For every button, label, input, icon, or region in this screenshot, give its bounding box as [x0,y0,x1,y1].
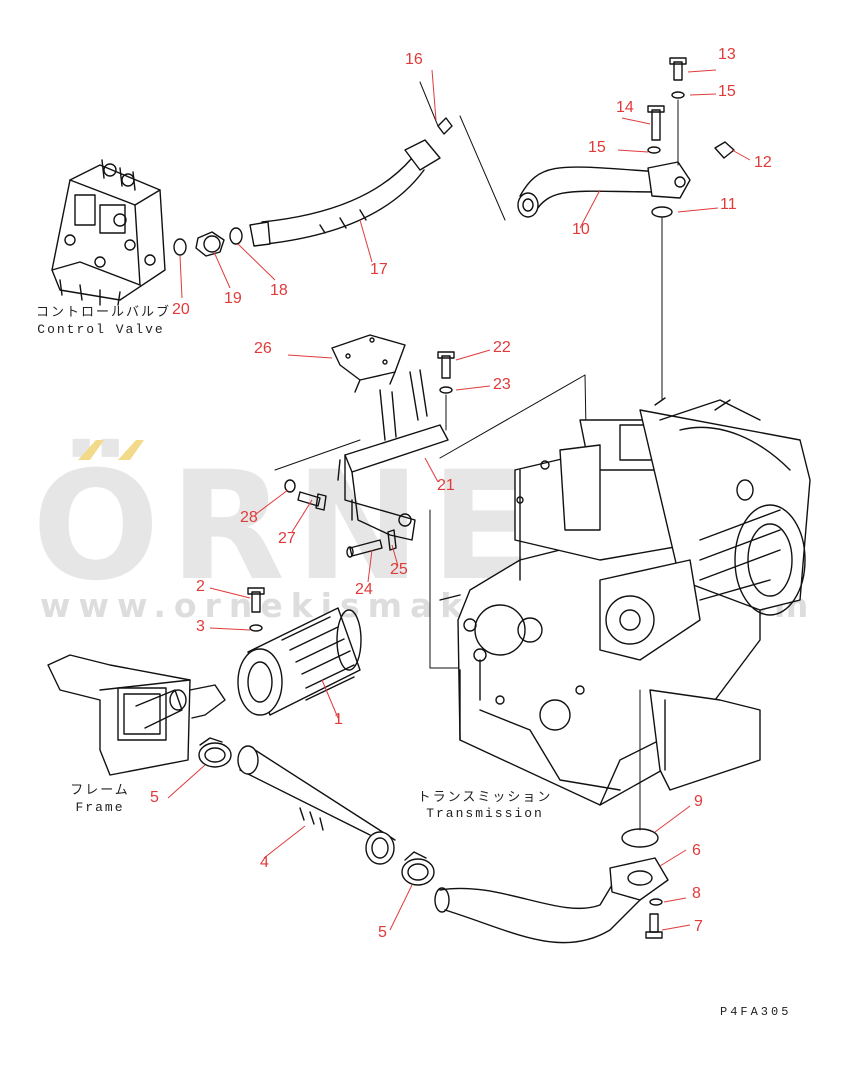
hose-4 [237,745,396,865]
callout-28: 28 [240,509,258,526]
callout-6: 6 [692,842,701,859]
callout-13: 13 [718,46,736,63]
drawing-code: P4FA305 [720,1005,792,1019]
callout-15a: 15 [718,83,736,100]
transmission-label-jp: トランスミッション [417,790,553,805]
callout-19: 19 [224,290,242,307]
callout-15b: 15 [588,139,606,156]
callout-3: 3 [196,618,205,635]
callout-21: 21 [437,477,455,494]
transmission-label-en: Transmission [426,806,544,821]
frame-label-en: Frame [75,800,125,815]
callout-17: 17 [370,261,388,278]
callout-5a: 5 [150,789,159,806]
callout-18: 18 [270,282,288,299]
callout-12: 12 [754,154,772,171]
callout-26: 26 [254,340,272,357]
callout-1: 1 [334,711,343,728]
callout-22: 22 [493,339,511,356]
clamp-5b [401,851,435,886]
callout-8: 8 [692,885,701,902]
pipe-10 [517,161,691,218]
control-valve-label-jp: コントロールバルブ [36,305,172,320]
control-valve [51,159,166,306]
callout-5b: 5 [378,924,387,941]
frame-label-jp: フレーム [70,783,130,798]
callout-leaders [167,69,751,931]
bracket-21 [337,369,449,541]
callout-11: 11 [720,196,737,213]
filter-1 [237,607,362,716]
callout-16: 16 [405,51,423,68]
callout-10: 10 [572,221,590,238]
bracket-26 [331,334,406,393]
control-valve-label-en: Control Valve [37,322,165,337]
callout-20: 20 [172,301,190,318]
transmission [439,397,811,831]
pipe-bottom [434,857,669,944]
callout-2: 2 [196,578,205,595]
callout-23: 23 [493,376,511,393]
callout-7: 7 [694,918,703,935]
frame [47,654,226,776]
hose-17 [249,139,441,247]
callout-14: 14 [616,99,634,116]
callout-4: 4 [260,854,269,871]
callout-9: 9 [694,793,703,810]
callout-24: 24 [355,581,373,598]
callout-27: 27 [278,530,296,547]
watermark-dots [78,440,144,460]
callout-25: 25 [390,561,408,578]
clamp-5a [198,737,232,768]
fitting-19 [195,231,225,257]
